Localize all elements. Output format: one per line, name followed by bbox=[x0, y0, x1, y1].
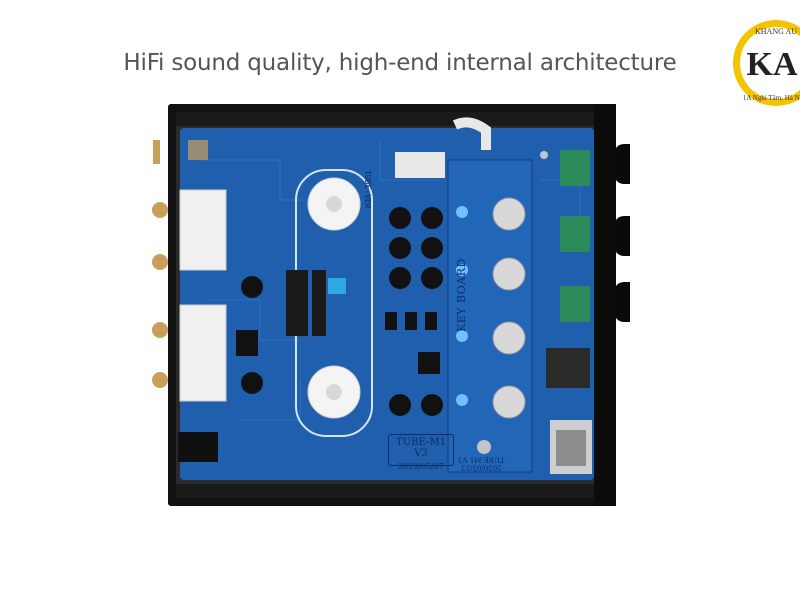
headline: HiFi sound quality, high-end internal ar… bbox=[123, 50, 677, 76]
tube-side-label: TUBE-VER bbox=[363, 170, 372, 209]
svg-text:1A Nghi Tâm, Hà Nội: 1A Nghi Tâm, Hà Nội bbox=[743, 94, 800, 102]
key-board-date: 2020/05/13 bbox=[461, 463, 502, 472]
main-board-version-box: TUBE-M1 V3 2020/05/07 bbox=[388, 434, 454, 471]
key-board-version: TUBE-M1 V3 bbox=[458, 455, 505, 464]
main-board-date: 2020/05/07 bbox=[397, 462, 445, 471]
key-board-label: KEY BOARD bbox=[455, 258, 468, 332]
svg-text:KHANG AU: KHANG AU bbox=[755, 27, 797, 36]
khang-audio-logo: KHANG AU KA 1A Nghi Tâm, Hà Nội bbox=[733, 20, 800, 106]
tube-socket-top bbox=[307, 177, 361, 231]
svg-text:KA: KA bbox=[747, 46, 798, 83]
pcb-photo bbox=[152, 104, 630, 506]
tube-socket-bottom bbox=[307, 365, 361, 419]
main-board-version: TUBE-M1 V3 bbox=[396, 437, 446, 459]
key-board-rev: 2020/05/13 TUBE-M1 V3 bbox=[458, 455, 505, 472]
